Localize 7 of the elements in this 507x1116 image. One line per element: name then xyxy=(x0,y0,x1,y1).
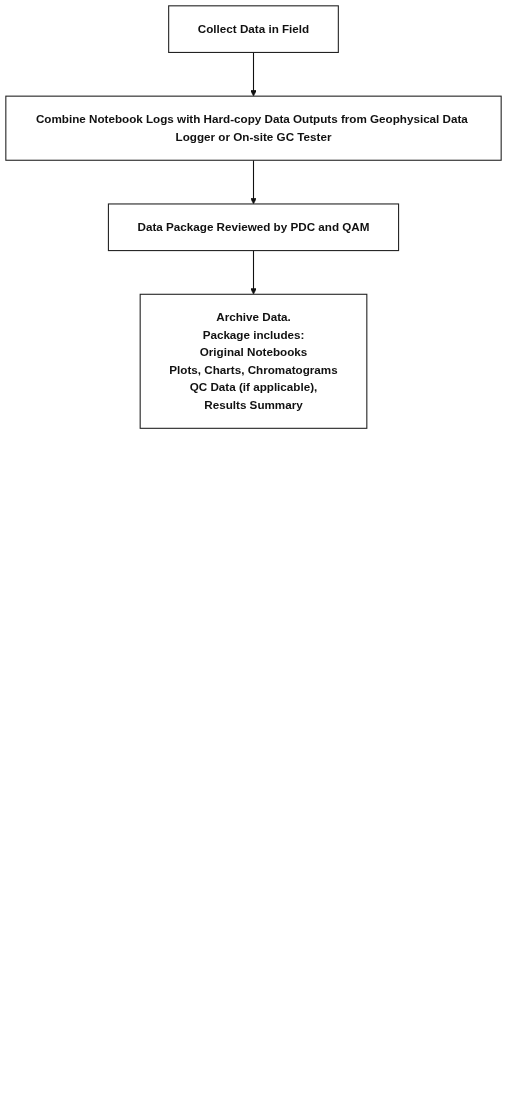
node-box: Archive Data. Package includes: Original Notebooks Plots, Charts, Chromatograms QC Data (if applicable), Results Summary xyxy=(139,293,368,429)
arrow xyxy=(250,51,257,97)
arrow xyxy=(250,159,257,205)
node-box: Combine Notebook Logs with Hard-copy Data Outputs from Geophysical Data Logger or On-site GC Tester xyxy=(5,95,502,161)
arrow xyxy=(250,250,257,295)
node-box: Data Package Reviewed by PDC and QAM xyxy=(107,203,400,252)
node-box: Collect Data in Field xyxy=(168,5,339,53)
